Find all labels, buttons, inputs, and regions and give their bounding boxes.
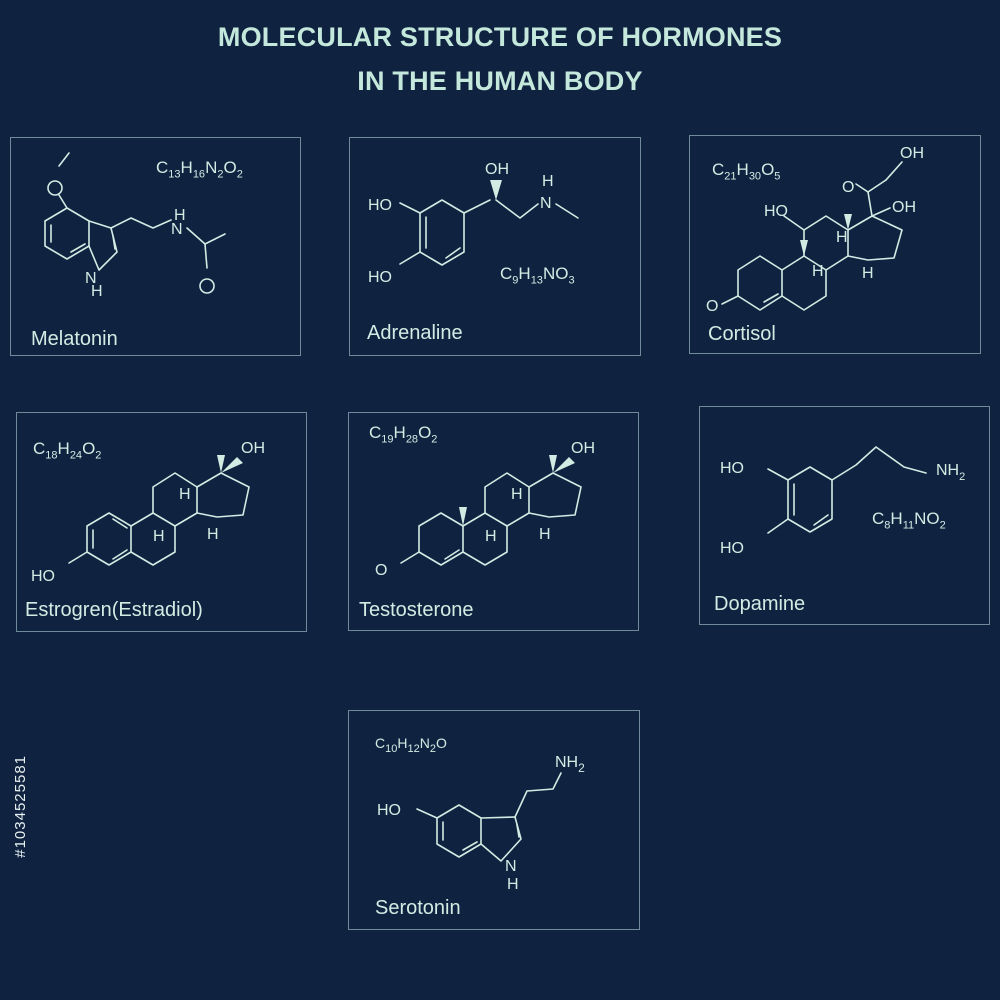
dopamine-ho-top: HO xyxy=(720,460,744,477)
melatonin-name: Melatonin xyxy=(31,328,118,350)
melatonin-n-label: N xyxy=(85,270,97,287)
cortisol-card: O HO O OH OH H H H C21H30O5 Cortisol xyxy=(689,135,981,354)
estradiol-oh: OH xyxy=(241,440,265,457)
testosterone-h-1: H xyxy=(511,486,523,503)
adrenaline-formula: C9H13NO3 xyxy=(500,264,575,287)
melatonin-amide-n-label: N xyxy=(171,221,183,238)
estradiol-card: HO OH H H H C18H24O2 Estrogren(Estradiol… xyxy=(16,412,307,632)
testosterone-structure: O OH H H H xyxy=(375,440,595,579)
page-title-line-1: MOLECULAR STRUCTURE OF HORMONES xyxy=(217,22,783,52)
dopamine-name: Dopamine xyxy=(714,593,806,615)
serotonin-structure: HO N H NH2 xyxy=(377,754,585,893)
cortisol-oh-side: OH xyxy=(892,199,916,216)
cortisol-name: Cortisol xyxy=(708,323,776,345)
cortisol-h-3: H xyxy=(862,265,874,282)
page-title-line-2: IN THE HUMAN BODY xyxy=(357,66,643,96)
testosterone-oh: OH xyxy=(571,440,595,457)
testosterone-h-3: H xyxy=(539,526,551,543)
melatonin-oxygen-atom xyxy=(47,180,63,196)
cortisol-formula: C21H30O5 xyxy=(712,160,781,183)
estradiol-name: Estrogren(Estradiol) xyxy=(25,599,203,621)
dopamine-formula: C8H11NO2 xyxy=(872,509,946,532)
adrenaline-name: Adrenaline xyxy=(367,322,463,344)
melatonin-card: H N N H C13H16N2O2 Melatonin xyxy=(10,137,301,356)
serotonin-n: N xyxy=(505,858,517,875)
estradiol-h-2: H xyxy=(153,528,165,545)
adrenaline-ho-bottom: HO xyxy=(368,269,392,286)
estradiol-formula: C18H24O2 xyxy=(33,439,102,462)
cortisol-h-2: H xyxy=(812,263,824,280)
adrenaline-h: H xyxy=(542,173,554,190)
serotonin-formula: C10H12N2O xyxy=(375,735,447,755)
cortisol-oh-top: OH xyxy=(900,145,924,162)
testosterone-name: Testosterone xyxy=(359,599,474,621)
dopamine-card: HO HO NH2 C8H11NO2 Dopamine xyxy=(699,406,990,625)
testosterone-formula: C19H28O2 xyxy=(369,423,438,446)
dopamine-ho-bottom: HO xyxy=(720,540,744,557)
cortisol-ho: HO xyxy=(764,203,788,220)
adrenaline-oh: OH xyxy=(485,161,509,178)
cortisol-structure: O HO O OH OH H H H xyxy=(706,145,924,315)
serotonin-h: H xyxy=(507,876,519,893)
serotonin-ho: HO xyxy=(377,802,401,819)
cortisol-carbonyl-o: O xyxy=(842,179,854,196)
melatonin-structure: H N N H xyxy=(44,152,226,300)
melatonin-h-label: H xyxy=(91,283,103,300)
melatonin-carbonyl-oxygen xyxy=(199,278,215,294)
cortisol-ketone-o: O xyxy=(706,298,718,315)
stock-id-label: #1034525581 xyxy=(12,755,29,858)
testosterone-card: O OH H H H C19H28O2 Testosterone xyxy=(348,412,639,631)
melatonin-formula: C13H16N2O2 xyxy=(156,158,243,181)
serotonin-nh2: NH2 xyxy=(555,754,585,775)
estradiol-h-3: H xyxy=(207,526,219,543)
adrenaline-n: N xyxy=(540,195,552,212)
dopamine-structure: HO HO NH2 xyxy=(720,446,965,557)
estradiol-ho: HO xyxy=(31,568,55,585)
adrenaline-structure: HO HO OH H N xyxy=(368,161,579,286)
estradiol-structure: HO OH H H H xyxy=(31,440,265,585)
melatonin-amide-h-label: H xyxy=(174,207,186,224)
cortisol-h-1: H xyxy=(836,229,848,246)
serotonin-card: HO N H NH2 C10H12N2O Serotonin xyxy=(348,710,640,930)
serotonin-name: Serotonin xyxy=(375,897,461,919)
testosterone-h-2: H xyxy=(485,528,497,545)
adrenaline-card: HO HO OH H N C9H13NO3 Adrenaline xyxy=(349,137,641,356)
testosterone-ketone-o: O xyxy=(375,562,387,579)
dopamine-nh2: NH2 xyxy=(936,462,965,483)
adrenaline-ho-top: HO xyxy=(368,197,392,214)
estradiol-h-1: H xyxy=(179,486,191,503)
